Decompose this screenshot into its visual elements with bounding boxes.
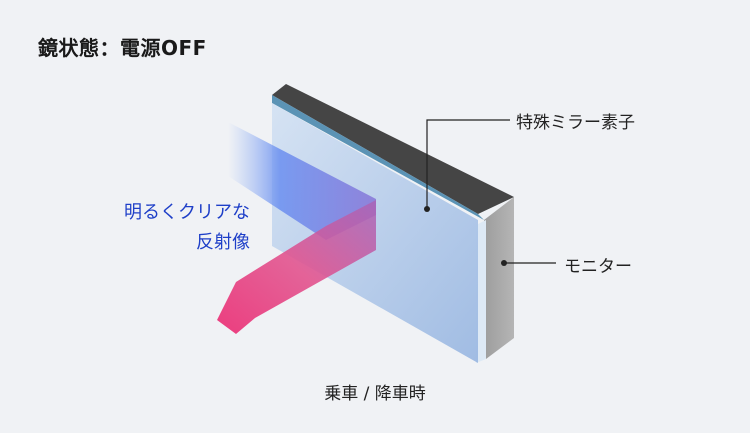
mirror-element-leader-dot bbox=[424, 206, 430, 212]
monitor-label: モニター bbox=[564, 257, 632, 277]
reflected-light-beam bbox=[217, 200, 376, 334]
mirror-edge-strip bbox=[272, 95, 484, 220]
mirror-thin-edge bbox=[476, 220, 486, 363]
monitor-leader-dot bbox=[501, 260, 507, 266]
reflection-label-line1: 明るくクリアな bbox=[124, 202, 250, 223]
reflection-label: 明るくクリアな 反射像 bbox=[124, 198, 250, 258]
mirror-element-label: 特殊ミラー素子 bbox=[516, 113, 635, 133]
device-top-face bbox=[272, 84, 514, 214]
incoming-light-beam bbox=[228, 122, 376, 240]
reflection-label-line2: 反射像 bbox=[196, 232, 250, 253]
usage-caption: 乗車 / 降車時 bbox=[324, 384, 426, 404]
page-title: 鏡状態：電源OFF bbox=[38, 36, 207, 60]
mirror-element-leader-line bbox=[426, 119, 510, 209]
monitor-side-face bbox=[484, 197, 514, 359]
